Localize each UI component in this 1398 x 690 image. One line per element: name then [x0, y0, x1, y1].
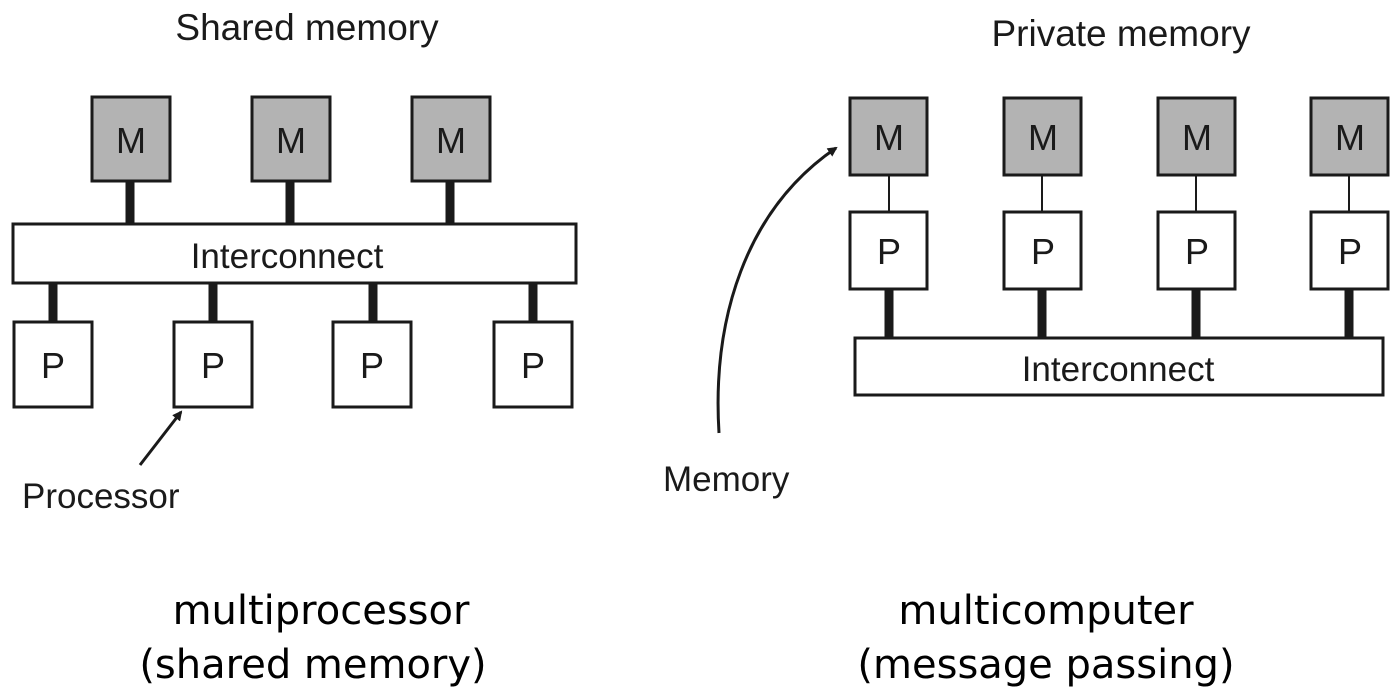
- interconnect-label: Interconnect: [191, 237, 384, 276]
- processor-module: P: [1309, 210, 1390, 291]
- processor-module: P: [172, 320, 254, 409]
- processor-callout-arrow: [138, 410, 183, 466]
- message-passing-caption: (message passing): [857, 642, 1234, 688]
- interconnect-bar: Interconnect: [853, 336, 1385, 397]
- memory-module: M: [90, 95, 172, 183]
- memory-label: M: [1182, 117, 1212, 158]
- private-memory-title: Private memory: [991, 13, 1251, 54]
- processor-label: P: [41, 345, 65, 386]
- memory-label: M: [1028, 117, 1058, 158]
- memory-module: M: [1309, 96, 1390, 177]
- processor-module: P: [12, 320, 94, 409]
- shared-memory-diagram: Shared memory M M M Interconnect: [11, 7, 578, 688]
- processor-module: P: [492, 320, 574, 409]
- processor-callout-label: Processor: [22, 477, 180, 516]
- processor-module: P: [1002, 210, 1083, 291]
- multicomputer-caption: multicomputer: [898, 588, 1194, 634]
- private-memory-diagram: Private memory M M M M P: [663, 13, 1390, 688]
- memory-module: M: [410, 95, 492, 183]
- memory-callout-arrow: [716, 146, 838, 434]
- memory-callout-label: Memory: [663, 460, 790, 499]
- memory-module: M: [250, 95, 332, 183]
- memory-label: M: [436, 120, 466, 161]
- multiprocessor-caption: multiprocessor: [173, 588, 470, 634]
- memory-module: M: [1002, 96, 1083, 177]
- processor-label: P: [360, 345, 384, 386]
- processor-label: P: [201, 345, 225, 386]
- memory-module: M: [848, 96, 929, 177]
- processor-module: P: [1156, 210, 1237, 291]
- memory-label: M: [276, 120, 306, 161]
- shared-memory-caption: (shared memory): [139, 642, 486, 688]
- processor-module: P: [848, 210, 929, 291]
- processor-label: P: [1031, 231, 1055, 272]
- memory-label: M: [1335, 117, 1365, 158]
- processor-label: P: [877, 231, 901, 272]
- processor-label: P: [1185, 231, 1209, 272]
- memory-module: M: [1156, 96, 1237, 177]
- processor-module: P: [331, 320, 413, 409]
- interconnect-label: Interconnect: [1022, 350, 1215, 389]
- interconnect-bar: Interconnect: [11, 222, 578, 285]
- shared-memory-title: Shared memory: [175, 7, 439, 48]
- processor-label: P: [521, 345, 545, 386]
- memory-label: M: [116, 120, 146, 161]
- memory-label: M: [874, 117, 904, 158]
- processor-label: P: [1338, 231, 1362, 272]
